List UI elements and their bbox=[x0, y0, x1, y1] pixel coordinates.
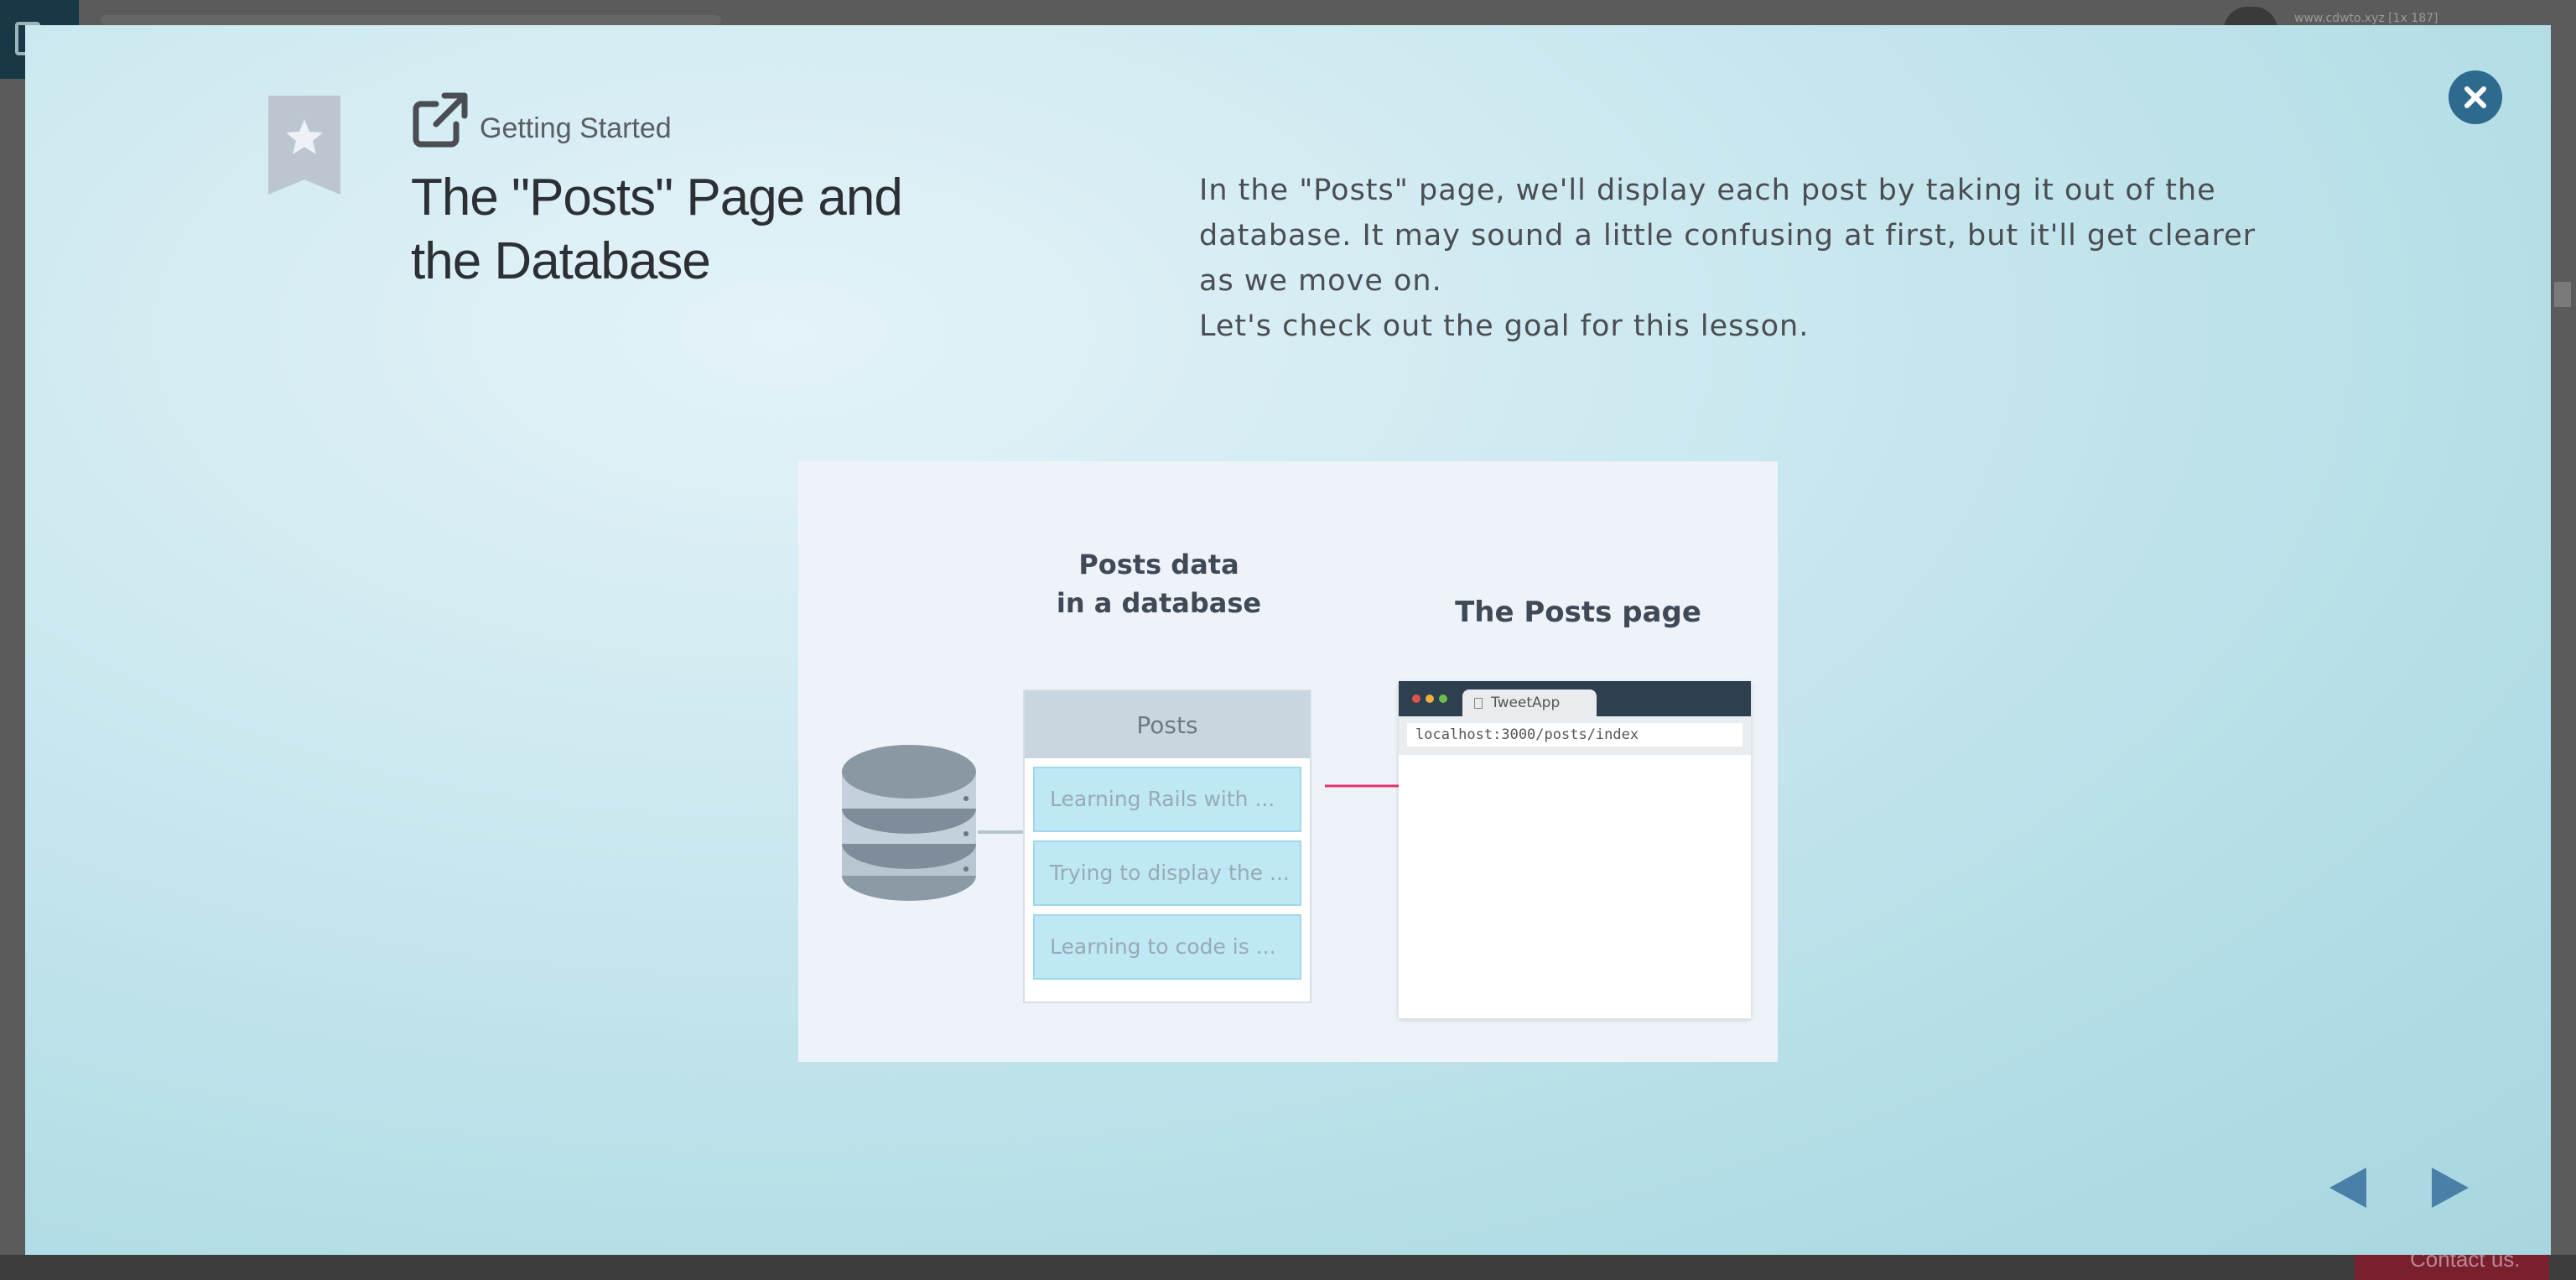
document-icon bbox=[1474, 698, 1483, 709]
browser-address-bar: localhost:3000/posts/index bbox=[1399, 716, 1751, 755]
table-row: Learning Rails with ... bbox=[1033, 767, 1301, 832]
posts-table: Posts Learning Rails with ... Trying to … bbox=[1023, 689, 1311, 1003]
browser-url: localhost:3000/posts/index bbox=[1407, 723, 1742, 747]
posts-table-header: Posts bbox=[1025, 691, 1310, 758]
bookmark-star-icon[interactable] bbox=[268, 96, 340, 195]
db-title: Posts data in a database bbox=[1033, 545, 1285, 622]
background-bottom-bar bbox=[0, 1255, 2576, 1280]
background-url-text: www.cdwto.xyz [1x 187] bbox=[2294, 12, 2438, 25]
next-arrow-icon[interactable] bbox=[2430, 1166, 2470, 1210]
lesson-modal: Getting Started The "Posts" Page and the… bbox=[25, 25, 2551, 1255]
db-title-line1: Posts data bbox=[1078, 549, 1239, 580]
window-maximize-dot bbox=[1439, 695, 1447, 703]
database-icon bbox=[842, 745, 976, 901]
background-topbar bbox=[101, 15, 721, 25]
db-connector bbox=[978, 830, 1030, 834]
title-line1: The "Posts" Page and bbox=[411, 169, 903, 226]
table-row: Trying to display the ... bbox=[1033, 840, 1301, 906]
table-row: Learning to code is ... bbox=[1033, 914, 1301, 980]
description-goal-line: Let's check out the goal for this lesson… bbox=[1199, 310, 1810, 343]
lesson-description: In the "Posts" page, we'll display each … bbox=[1199, 168, 2289, 349]
external-link-icon[interactable] bbox=[411, 91, 470, 149]
browser-tab: TweetApp bbox=[1462, 689, 1597, 716]
posts-page-title: The Posts page bbox=[1455, 596, 1701, 629]
page-title: The "Posts" Page and the Database bbox=[411, 166, 998, 294]
title-line2: the Database bbox=[411, 232, 711, 290]
lesson-diagram: Posts data in a database The Posts page … bbox=[798, 461, 1778, 1062]
window-minimize-dot bbox=[1426, 695, 1434, 703]
prev-arrow-icon[interactable] bbox=[2328, 1166, 2368, 1210]
db-title-line2: in a database bbox=[1056, 587, 1262, 619]
close-icon bbox=[2464, 86, 2486, 108]
description-paragraph: In the "Posts" page, we'll display each … bbox=[1199, 174, 2257, 298]
background-scrollbar bbox=[2554, 282, 2571, 307]
browser-tab-label: TweetApp bbox=[1491, 695, 1561, 711]
window-close-dot bbox=[1412, 695, 1420, 703]
close-button[interactable] bbox=[2449, 70, 2502, 124]
browser-mockup: TweetApp localhost:3000/posts/index bbox=[1399, 681, 1751, 1018]
browser-titlebar: TweetApp bbox=[1399, 681, 1751, 716]
lesson-category: Getting Started bbox=[480, 112, 672, 144]
